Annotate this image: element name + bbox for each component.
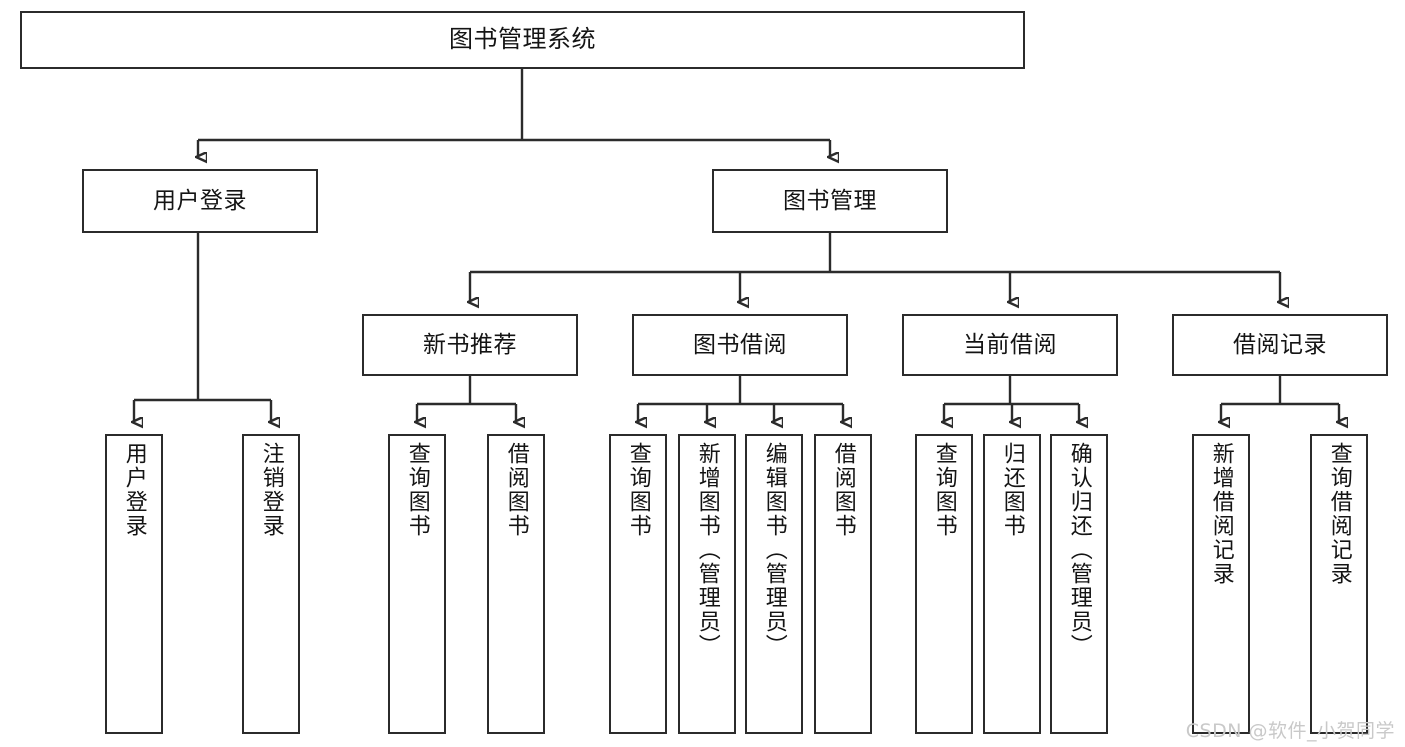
node-leaf-logout-label: 注销登录 [258, 442, 284, 538]
node-leaf-add-record-label: 新增借阅记录 [1208, 442, 1234, 586]
node-user-login-label: 用户登录 [153, 187, 247, 214]
node-leaf-borrow-book[interactable]: 借阅图书 [814, 434, 872, 734]
node-root[interactable]: 图书管理系统 [20, 11, 1025, 69]
node-leaf-borrow-book-rec[interactable]: 借阅图书 [487, 434, 545, 734]
wires-bookborrow-to-leaves [638, 376, 843, 422]
node-book-manage[interactable]: 图书管理 [712, 169, 948, 233]
node-leaf-user-login-label: 用户登录 [121, 442, 147, 538]
wires-userlogin-to-leaves [134, 233, 271, 422]
node-new-book-rec[interactable]: 新书推荐 [362, 314, 578, 376]
node-leaf-query-record-label: 查询借阅记录 [1326, 442, 1352, 586]
node-leaf-return-book[interactable]: 归还图书 [983, 434, 1041, 734]
node-leaf-query-book-rec-label: 查询图书 [404, 442, 430, 538]
wires-root-to-level2 [198, 69, 830, 157]
node-leaf-query-book-borrow-label: 查询图书 [625, 442, 651, 538]
node-leaf-add-book[interactable]: 新增图书（管理员） [678, 434, 736, 734]
node-leaf-query-book-cur[interactable]: 查询图书 [915, 434, 973, 734]
node-leaf-return-book-label: 归还图书 [999, 442, 1025, 538]
node-book-borrow-label: 图书借阅 [693, 331, 787, 358]
node-book-manage-label: 图书管理 [783, 187, 877, 214]
node-user-login[interactable]: 用户登录 [82, 169, 318, 233]
node-leaf-query-book-borrow[interactable]: 查询图书 [609, 434, 667, 734]
node-borrow-record[interactable]: 借阅记录 [1172, 314, 1388, 376]
node-leaf-add-record[interactable]: 新增借阅记录 [1192, 434, 1250, 734]
node-new-book-rec-label: 新书推荐 [423, 331, 517, 358]
node-leaf-borrow-book-label: 借阅图书 [830, 442, 856, 538]
node-leaf-borrow-book-rec-label: 借阅图书 [503, 442, 529, 538]
node-leaf-query-record[interactable]: 查询借阅记录 [1310, 434, 1368, 734]
node-current-borrow-label: 当前借阅 [963, 331, 1057, 358]
wires-bookmanage-to-level3 [470, 233, 1280, 302]
node-borrow-record-label: 借阅记录 [1233, 331, 1327, 358]
node-leaf-user-login[interactable]: 用户登录 [105, 434, 163, 734]
wires-newbookrec-to-leaves [417, 376, 516, 422]
node-leaf-query-book-rec[interactable]: 查询图书 [388, 434, 446, 734]
node-book-borrow[interactable]: 图书借阅 [632, 314, 848, 376]
node-leaf-edit-book-label: 编辑图书（管理员） [761, 442, 787, 658]
wires-borrowrecord-to-leaves [1221, 376, 1339, 422]
watermark: CSDN @软件_小贺同学 [1185, 720, 1395, 742]
node-leaf-edit-book[interactable]: 编辑图书（管理员） [745, 434, 803, 734]
node-leaf-confirm-return-label: 确认归还（管理员） [1066, 442, 1092, 658]
node-root-label: 图书管理系统 [449, 25, 596, 54]
node-leaf-query-book-cur-label: 查询图书 [931, 442, 957, 538]
node-leaf-add-book-label: 新增图书（管理员） [694, 442, 720, 658]
node-current-borrow[interactable]: 当前借阅 [902, 314, 1118, 376]
node-leaf-confirm-return[interactable]: 确认归还（管理员） [1050, 434, 1108, 734]
node-leaf-logout[interactable]: 注销登录 [242, 434, 300, 734]
wires-currentborrow-to-leaves [944, 376, 1079, 422]
